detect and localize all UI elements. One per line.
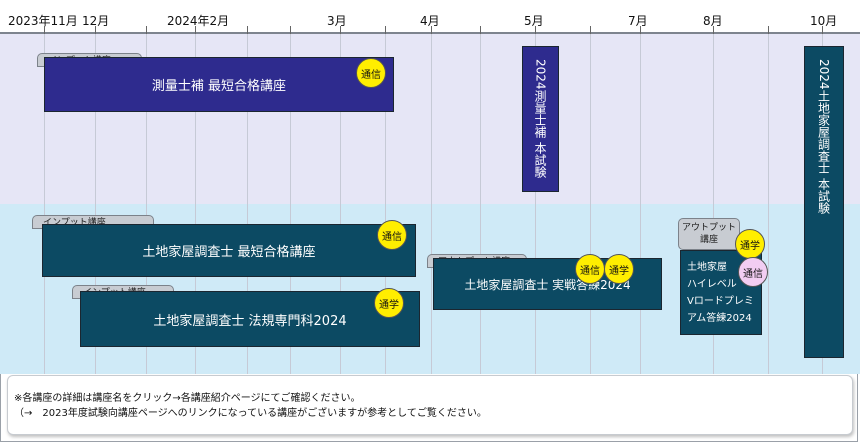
course-name: 土地家屋調査士 実戦答練2024 <box>464 277 631 292</box>
tick-mark <box>95 26 96 34</box>
badge-classroom: 通学 <box>374 288 404 318</box>
course-name: 測量士補 最短合格講座 <box>151 79 287 94</box>
grid-line <box>44 34 45 374</box>
tick-mark <box>535 26 536 34</box>
exam-name: 土地家屋調査士 本試験 <box>816 89 831 214</box>
tick-mark <box>713 26 714 34</box>
badge-correspondence: 通信 <box>575 254 605 284</box>
course-name-line: 土地家屋 <box>687 261 727 273</box>
course-survey-saitan[interactable]: 測量士補 最短合格講座 <box>44 57 394 112</box>
grid-line <box>146 34 147 374</box>
grid-line <box>713 34 714 374</box>
exam-land: 2024 土地家屋調査士 本試験 <box>804 46 844 358</box>
grid-line <box>640 34 641 374</box>
grid-line <box>590 34 591 374</box>
course-land-jissen[interactable]: 土地家屋調査士 実戦答練2024 <box>433 258 662 310</box>
tick-mark <box>822 26 823 34</box>
month-label: 4月 <box>420 14 440 28</box>
grid-line <box>290 34 291 374</box>
tick-mark <box>44 26 45 34</box>
badge-classroom: 通学 <box>735 229 765 259</box>
month-label: 8月 <box>703 14 723 28</box>
course-land-vroad[interactable]: 土地家屋 ハイレベル Vロードプレミ アム答練2024 <box>680 250 762 335</box>
course-tag-land-4: アウトプット 講座 <box>678 218 740 250</box>
exam-survey: 2024 測量士補 本試験 <box>522 46 559 192</box>
grid-line <box>480 34 481 374</box>
tag-line: 講座 <box>699 235 718 245</box>
badge-classroom: 通学 <box>604 254 634 284</box>
tick-mark <box>768 26 769 34</box>
grid-line <box>95 34 96 374</box>
tick-mark <box>290 26 291 34</box>
tick-mark <box>385 26 386 34</box>
tick-mark <box>480 26 481 34</box>
course-name-line: Vロードプレミ <box>687 295 754 307</box>
grid-line <box>340 34 341 374</box>
month-label: 10月 <box>810 14 838 28</box>
badge-correspondence: 通信 <box>356 58 386 88</box>
tag-line: アウトプット <box>681 223 736 233</box>
course-name-line: ハイレベル <box>687 278 737 290</box>
notes-box: ※各講座の詳細は講座名をクリック→各講座紹介ページにてご確認ください。 （→ 2… <box>7 375 853 435</box>
note-line: ※各講座の詳細は講座名をクリック→各講座紹介ページにてご確認ください。 <box>14 393 361 404</box>
course-name: 土地家屋調査士 最短合格講座 <box>142 245 316 260</box>
exam-year: 2024 <box>817 59 831 90</box>
month-label: 12月 <box>82 14 110 28</box>
grid-line <box>535 34 536 374</box>
month-label: 7月 <box>628 14 648 28</box>
exam-name: 測量士補 本試験 <box>533 89 547 178</box>
course-name: 土地家屋調査士 法規専門科2024 <box>153 313 347 329</box>
exam-year: 2024 <box>533 59 548 90</box>
course-land-hoki[interactable]: 土地家屋調査士 法規専門科2024 <box>80 291 420 347</box>
course-name-line: アム答練2024 <box>687 312 752 324</box>
tick-mark <box>340 26 341 34</box>
timeline-header: 2023年11月 12月 2024年2月 3月 4月 5月 7月 8月 10月 <box>0 0 860 34</box>
month-label: 5月 <box>524 14 544 28</box>
tick-mark <box>590 26 591 34</box>
grid-line <box>385 34 386 374</box>
badge-correspondence: 通信 <box>377 220 407 250</box>
grid-line <box>768 34 769 374</box>
grid-line <box>247 34 248 374</box>
month-label: 2023年11月 <box>8 14 78 28</box>
month-label: 2024年2月 <box>167 14 230 28</box>
month-label: 3月 <box>327 14 347 28</box>
tick-mark <box>195 26 196 34</box>
tick-mark <box>431 26 432 34</box>
tick-mark <box>640 26 641 34</box>
course-land-saitan[interactable]: 土地家屋調査士 最短合格講座 <box>42 224 416 277</box>
tick-mark <box>247 26 248 34</box>
note-line: （→ 2023年度試験向講座ページへのリンクになっている講座がございますが参考と… <box>14 408 487 419</box>
grid-line <box>195 34 196 374</box>
grid-line <box>431 34 432 374</box>
tick-mark <box>146 26 147 34</box>
badge-correspondence: 通信 <box>738 257 768 287</box>
